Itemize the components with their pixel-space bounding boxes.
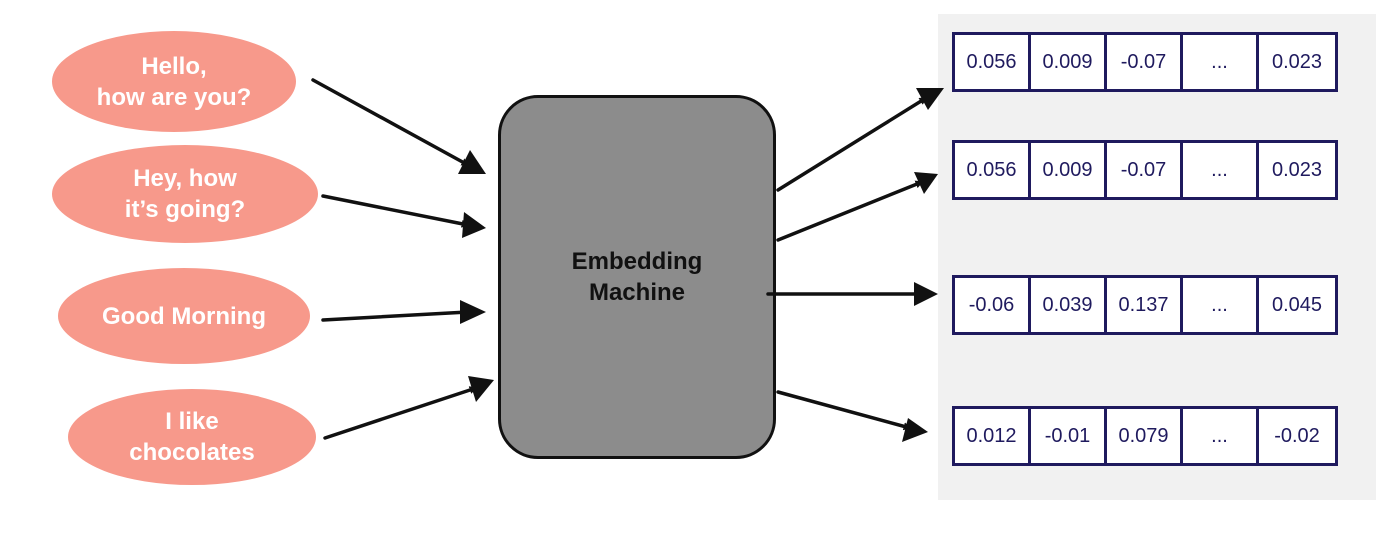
vector-row-1: 0.056 0.009 -0.07 ... 0.023: [952, 32, 1338, 92]
output-arrow-4: [776, 390, 912, 431]
output-arrow-2: [776, 180, 924, 242]
machine-label-line-1: Embedding: [571, 248, 703, 275]
vector-2-cell-4: ...: [1183, 143, 1259, 197]
vector-2-cell-2: 0.009: [1031, 143, 1107, 197]
input-arrowhead-2: [462, 212, 486, 238]
vector-row-2: 0.056 0.009 -0.07 ... 0.023: [952, 140, 1338, 200]
output-arrow-1: [776, 96, 928, 192]
input-arrow-2: [321, 194, 470, 228]
vector-3-cell-2: 0.039: [1031, 278, 1107, 332]
vector-1-cell-1: 0.056: [955, 35, 1031, 89]
vector-3-cell-3: 0.137: [1107, 278, 1183, 332]
vector-row-4: 0.012 -0.01 0.079 ... -0.02: [952, 406, 1338, 466]
input-bubble-2-line-1: Hey, how: [133, 165, 237, 192]
input-arrow-4: [323, 386, 478, 440]
input-arrow-3: [321, 308, 470, 322]
input-arrowhead-1: [458, 150, 486, 174]
vector-4-cell-2: -0.01: [1031, 409, 1107, 463]
vector-4-cell-3: 0.079: [1107, 409, 1183, 463]
input-bubble-3: Good Morning: [58, 268, 310, 364]
vector-4-cell-5: -0.02: [1274, 424, 1320, 447]
vector-2-cell-5: 0.023: [1271, 158, 1323, 181]
input-bubble-3-line-1: Good Morning: [102, 302, 266, 330]
input-bubble-2: Hey, how it’s going?: [52, 145, 318, 243]
embedding-machine-box: Embedding Machine: [498, 95, 776, 459]
input-bubble-1-line-2: how are you?: [96, 83, 252, 111]
input-arrowhead-3: [460, 300, 486, 324]
input-arrow-1: [311, 78, 470, 167]
output-arrowhead-4: [902, 418, 928, 442]
input-bubble-4: I like chocolates: [68, 389, 316, 485]
input-bubble-1: Hello, how are you?: [52, 31, 296, 132]
input-bubble-2-line-2: it’s going?: [124, 196, 246, 223]
vector-2-cell-1: 0.056: [955, 143, 1031, 197]
input-bubble-1-line-1: Hello,: [141, 52, 207, 80]
input-bubble-4-line-1: I like: [165, 408, 219, 435]
vector-1-cell-3: -0.07: [1107, 35, 1183, 89]
vector-1-cell-2: 0.009: [1031, 35, 1107, 89]
vector-1-cell-5: 0.023: [1271, 50, 1323, 73]
output-arrowhead-3: [914, 282, 938, 306]
vector-3-cell-1: -0.06: [955, 278, 1031, 332]
vector-3-cell-5: 0.045: [1271, 293, 1323, 316]
output-arrowhead-2: [914, 172, 938, 194]
vector-4-cell-4: ...: [1183, 409, 1259, 463]
vector-row-3: -0.06 0.039 0.137 ... 0.045: [952, 275, 1338, 335]
vector-4-cell-1: 0.012: [955, 409, 1031, 463]
vector-3-cell-4: ...: [1183, 278, 1259, 332]
input-arrowhead-4: [468, 376, 494, 402]
vector-1-cell-4: ...: [1183, 35, 1259, 89]
input-bubble-4-line-2: chocolates: [129, 439, 255, 466]
machine-label-line-2: Machine: [588, 279, 685, 306]
vector-2-cell-3: -0.07: [1107, 143, 1183, 197]
